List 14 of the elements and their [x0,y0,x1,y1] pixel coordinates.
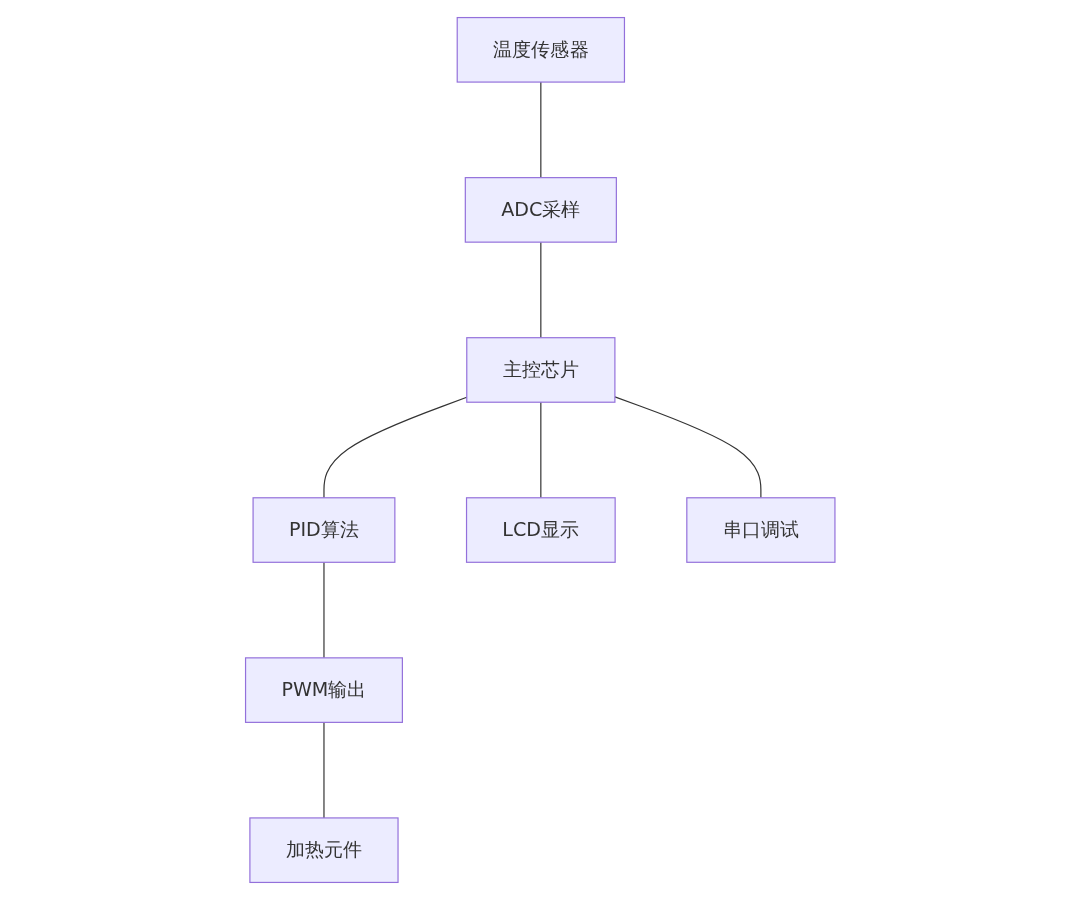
node-box: PID算法 [252,497,396,563]
connector [323,561,325,659]
node-box: PWM输出 [244,657,403,723]
connector [540,241,542,339]
node-box: 加热元件 [249,817,399,884]
connector [323,721,325,819]
node-box: 主控芯片 [465,337,616,403]
connector [540,401,542,499]
node-box: LCD显示 [465,497,616,563]
node-box: 串口调试 [685,497,836,563]
connector [614,396,762,499]
node-box: 温度传感器 [456,16,625,83]
connector [540,81,542,179]
node-box: ADC采样 [464,177,617,243]
